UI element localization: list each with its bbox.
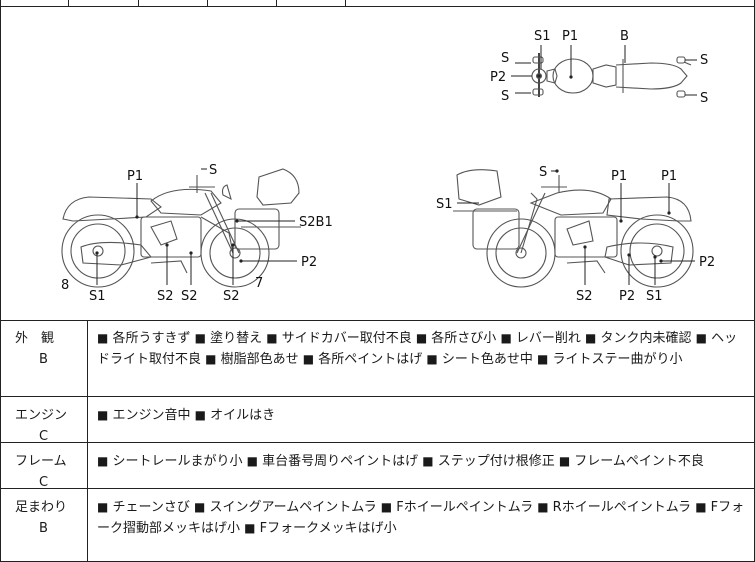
bullet-square: ■ — [246, 454, 258, 468]
bullet-square: ■ — [193, 500, 206, 514]
category-grade: C — [39, 429, 49, 444]
bullet-square: ■ — [266, 331, 278, 345]
defect-item: サイドカバー取付不良 — [277, 331, 416, 346]
callout-label: P2 — [490, 70, 506, 85]
defect-item: 車台番号周りペイントはげ — [257, 454, 423, 469]
section-row-exterior: 外 観 B ■ 各所うすきず ■ 塗り替え ■ サイドカバー取付不良 ■ 各所さ… — [0, 320, 755, 397]
bullet-square: ■ — [585, 331, 597, 345]
category-cell: 外 観 B — [1, 320, 88, 396]
defect-item: 塗り替え — [205, 331, 267, 346]
category-grade: C — [39, 475, 49, 490]
callout-label: S1 — [436, 197, 453, 212]
top-view-motorcycle — [531, 53, 692, 98]
bullet-square: ■ — [97, 500, 109, 514]
damage-diagram: S1 P1 B S P2 S S S P1 S S2B1 P2 8 S1 S2 … — [0, 6, 755, 321]
callout-label: S — [700, 53, 708, 68]
callout-label: S — [539, 165, 547, 180]
defect-item: 各所ペイントはげ — [314, 352, 427, 367]
callout-label: S2 — [223, 289, 240, 304]
defect-item: タンク内未確認 — [596, 331, 696, 346]
category-name: フレーム — [15, 454, 67, 469]
defect-item: 樹脂部色あせ — [216, 352, 303, 367]
bullet-square: ■ — [426, 352, 438, 366]
defect-item: Fフォークメッキはげ小 — [255, 521, 397, 536]
bullet-square: ■ — [558, 454, 571, 468]
section-row-engine: エンジン C ■ エンジン音中 ■ オイルはき — [0, 397, 755, 444]
defect-item: レバー削れ — [511, 331, 586, 346]
callout-label: P2 — [699, 255, 715, 270]
motorcycle-diagram-svg: S1 P1 B S P2 S S S P1 S S2B1 P2 8 S1 S2 … — [61, 29, 715, 304]
callout-label: S2 — [576, 289, 593, 304]
section-row-suspension: 足まわり B ■ チェーンさび ■ スイングアームペイントムラ ■ Fホイールペ… — [0, 489, 755, 562]
bullet-square: ■ — [97, 454, 109, 468]
defect-item: 各所さび小 — [427, 331, 501, 346]
callout-label: S1 — [89, 289, 106, 304]
callout-label: S — [501, 89, 509, 104]
category-cell: 足まわり B — [1, 489, 88, 561]
defect-item: Fフォーク摺動部メッキはげ小 — [97, 500, 745, 536]
callout-label: S2B1 — [299, 215, 333, 230]
callout-label: S — [700, 91, 708, 106]
bullet-square: ■ — [695, 500, 707, 514]
bullet-square: ■ — [537, 500, 549, 514]
callout-label: S1 — [646, 289, 663, 304]
defect-item: チェーンさび — [108, 500, 194, 515]
defect-item: シート色あせ中 — [437, 352, 537, 367]
bullet-square: ■ — [194, 408, 206, 422]
defect-list: ■ シートレールまがり小 ■ 車台番号周りペイントはげ ■ ステップ付け根修正 … — [97, 451, 747, 472]
callout-label: B — [620, 29, 629, 44]
callout-label: P2 — [301, 255, 317, 270]
bullet-square: ■ — [500, 331, 512, 345]
bullet-square: ■ — [244, 521, 256, 535]
callout-label: 7 — [255, 276, 263, 291]
category-name: エンジン — [15, 408, 68, 423]
defect-list: ■ エンジン音中 ■ オイルはき — [97, 405, 747, 426]
defect-list: ■ 各所うすきず ■ 塗り替え ■ サイドカバー取付不良 ■ 各所さび小 ■ レ… — [97, 328, 747, 370]
category-cell: フレーム C — [1, 443, 88, 490]
bullet-square: ■ — [422, 454, 434, 468]
callout-label: S2 — [181, 289, 198, 304]
category-grade: B — [39, 352, 48, 367]
bullet-square: ■ — [695, 331, 707, 345]
section-row-frame: フレーム C ■ シートレールまがり小 ■ 車台番号周りペイントはげ ■ ステッ… — [0, 443, 755, 490]
callout-label: S — [209, 163, 217, 178]
callout-label: S — [501, 51, 509, 66]
defect-item: フレームペイント不良 — [570, 454, 704, 469]
category-name: 足まわり — [15, 500, 68, 515]
bullet-square: ■ — [380, 500, 393, 514]
callout-label: S1 — [534, 29, 551, 44]
defect-item: 各所うすきず — [108, 331, 195, 346]
defect-item: シートレールまがり小 — [108, 454, 247, 469]
category-name: 外 観 — [15, 331, 55, 346]
category-grade: B — [39, 521, 48, 536]
defect-item: ライトステー曲がり小 — [548, 352, 683, 367]
callout-label: P1 — [661, 169, 677, 184]
defect-item: ステップ付け根修正 — [433, 454, 559, 469]
bullet-square: ■ — [194, 331, 206, 345]
callout-label: S2 — [157, 289, 174, 304]
bullet-square: ■ — [415, 331, 428, 345]
defect-item: Fホイールペイントムラ — [392, 500, 538, 515]
defect-item: オイルはき — [205, 408, 276, 423]
defect-item: エンジン音中 — [108, 408, 195, 423]
bullet-square: ■ — [302, 352, 315, 366]
callout-label: P2 — [619, 289, 635, 304]
defect-item: スイングアームペイントムラ — [205, 500, 381, 515]
defect-item: ヘッドライト取付不良 — [97, 331, 738, 367]
bullet-square: ■ — [97, 331, 109, 345]
defect-list: ■ チェーンさび ■ スイングアームペイントムラ ■ Fホイールペイントムラ ■… — [97, 497, 747, 539]
category-cell: エンジン C — [1, 397, 88, 444]
bullet-square: ■ — [97, 408, 109, 422]
right-view-motorcycle — [453, 169, 694, 288]
left-view-motorcycle — [61, 168, 301, 288]
defect-item: Rホイールペイントムラ — [548, 500, 696, 515]
callout-label: P1 — [611, 169, 627, 184]
bullet-square: ■ — [205, 352, 217, 366]
callout-label: P1 — [127, 169, 143, 184]
callout-label: P1 — [562, 29, 578, 44]
callout-label: 8 — [61, 278, 69, 293]
bullet-square: ■ — [536, 352, 549, 366]
